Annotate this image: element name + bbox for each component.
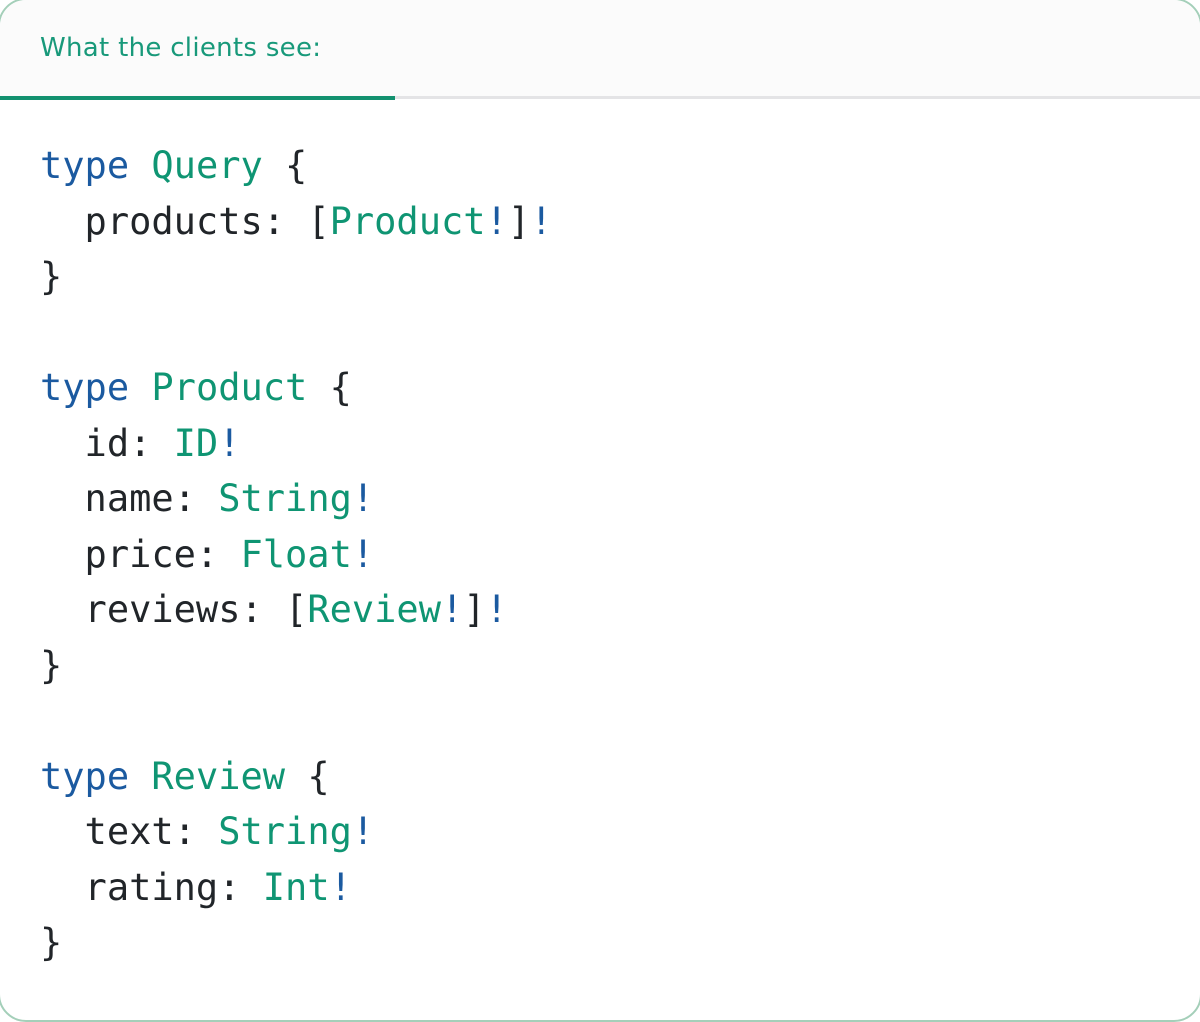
- code-line: name: String!: [40, 471, 1160, 527]
- code-token-plain: reviews:: [40, 588, 286, 631]
- code-token-plain: [129, 366, 151, 409]
- code-line: [40, 305, 1160, 361]
- code-token-plain: [: [307, 199, 330, 243]
- code-token-plain: id:: [40, 421, 174, 465]
- code-token-type: String: [218, 477, 352, 520]
- code-token-type: Product: [329, 199, 486, 243]
- code-token-bang: !: [530, 199, 553, 243]
- code-line: type Query {: [40, 138, 1160, 194]
- code-line: }: [40, 915, 1160, 971]
- code-token-plain: ]: [507, 199, 531, 243]
- code-token-bang: !: [440, 588, 464, 631]
- code-token-type: Int: [262, 865, 330, 909]
- active-tab-indicator: [0, 95, 395, 100]
- tab-clients-view[interactable]: What the clients see:: [0, 0, 395, 96]
- code-line: }: [40, 638, 1160, 694]
- code-token-bang: !: [218, 421, 241, 465]
- code-token-plain: }: [40, 921, 63, 964]
- code-token-bang: !: [485, 588, 508, 631]
- code-token-type: Review: [307, 588, 441, 631]
- code-token-plain: [129, 144, 151, 187]
- code-token-plain: ]: [463, 588, 486, 631]
- code-token-plain: }: [40, 255, 63, 298]
- code-token-type: Float: [240, 532, 352, 576]
- code-token-bang: !: [351, 810, 375, 853]
- code-token-type: Query: [151, 144, 263, 187]
- code-line: id: ID!: [40, 416, 1160, 472]
- code-token-plain: rating:: [40, 865, 263, 909]
- code-token-plain: }: [40, 643, 63, 687]
- tab-clients-view-label: What the clients see:: [40, 33, 322, 63]
- code-line: reviews: [Review!]!: [40, 582, 1160, 638]
- code-token-plain: price:: [40, 532, 241, 576]
- schema-code: type Query { products: [Product!]!} type…: [0, 99, 1200, 1011]
- code-token-bang: !: [329, 865, 352, 909]
- code-line: type Review {: [40, 749, 1160, 805]
- code-token-type: Review: [151, 754, 286, 798]
- code-line: type Product {: [40, 360, 1160, 416]
- tab-bar: What the clients see:: [0, 0, 1200, 100]
- code-token-plain: text:: [40, 810, 219, 853]
- code-token-plain: products:: [40, 199, 308, 243]
- code-token-plain: [: [285, 588, 308, 631]
- code-token-bang: !: [351, 477, 375, 520]
- code-token-type: Product: [151, 366, 308, 409]
- code-token-plain: {: [285, 754, 330, 798]
- code-token-type: ID: [173, 421, 219, 465]
- code-line: }: [40, 249, 1160, 305]
- code-token-kw: type: [40, 144, 130, 187]
- code-token-bang: !: [351, 532, 375, 576]
- code-line: rating: Int!: [40, 860, 1160, 916]
- code-token-bang: !: [485, 199, 508, 243]
- code-token-type: String: [218, 810, 352, 853]
- code-line: price: Float!: [40, 527, 1160, 583]
- code-token-kw: type: [40, 366, 130, 409]
- code-line: products: [Product!]!: [40, 194, 1160, 250]
- code-token-plain: {: [262, 144, 308, 187]
- code-token-plain: [129, 755, 151, 798]
- code-token-kw: type: [40, 754, 130, 798]
- code-line: [40, 693, 1160, 749]
- code-line: text: String!: [40, 804, 1160, 860]
- code-token-plain: name:: [40, 477, 219, 520]
- code-token-plain: {: [307, 366, 352, 409]
